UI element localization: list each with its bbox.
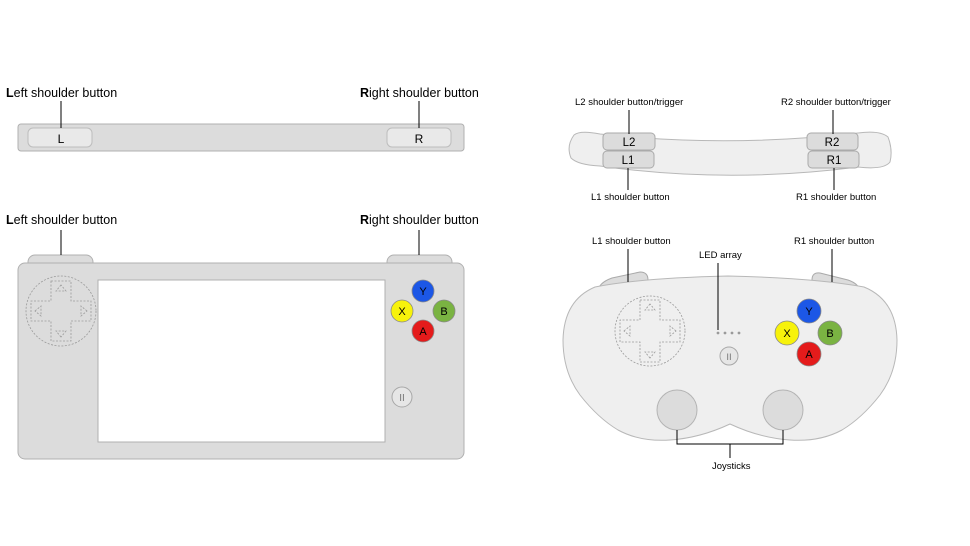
gamepad-button-x-label: X xyxy=(783,328,791,340)
r2-trigger-label: R2 shoulder button/trigger xyxy=(781,97,891,108)
button-a-label: A xyxy=(419,326,427,338)
right-trigger-strip: L2 L1 R2 R1 xyxy=(568,110,892,190)
gamepad-button-y: Y xyxy=(796,298,822,324)
pause-icon: II xyxy=(399,393,405,404)
right-joystick xyxy=(762,389,804,431)
r1-shoulder-label-gamepad: R1 shoulder button xyxy=(794,236,875,247)
gamepad-button-b-label: B xyxy=(826,328,833,340)
r2-key-label: R2 xyxy=(825,137,840,149)
gamepad-button-b: B xyxy=(817,320,843,346)
l1-shoulder-label-strip: L1 shoulder button xyxy=(591,192,670,203)
r1-shoulder-label-strip: R1 shoulder button xyxy=(796,192,877,203)
left-top-strip: L R xyxy=(17,101,465,152)
face-button-b: B xyxy=(432,299,456,323)
led-array xyxy=(716,331,741,335)
joysticks-label: Joysticks xyxy=(712,461,751,472)
gamepad-button-a-label: A xyxy=(805,349,813,361)
gamepad-button-x: X xyxy=(774,320,800,346)
gamepad-button-a: A xyxy=(796,341,822,367)
left-shoulder-label-top: Left shoulder button xyxy=(6,86,118,100)
button-x-label: X xyxy=(398,306,406,318)
face-button-y: Y xyxy=(411,279,435,303)
dpad xyxy=(25,275,97,347)
right-shoulder-key-label: R xyxy=(415,132,424,146)
button-y-label: Y xyxy=(419,286,427,298)
right-gamepad: II Y X B A xyxy=(562,249,898,458)
gamepad-pause-icon: II xyxy=(726,352,731,363)
left-handheld: Y X B A II xyxy=(17,230,465,460)
button-b-label: B xyxy=(440,306,447,318)
left-joystick xyxy=(656,389,698,431)
joystick-bracket xyxy=(676,430,784,458)
screen xyxy=(97,279,386,443)
left-shoulder-key xyxy=(27,127,93,148)
left-shoulder-key-label: L xyxy=(58,132,65,146)
l1-key-label: L1 xyxy=(622,155,635,167)
gamepad-dpad xyxy=(614,295,686,367)
l1-shoulder-label-gamepad: L1 shoulder button xyxy=(592,236,671,247)
l2-key-label: L2 xyxy=(623,137,636,149)
face-button-a: A xyxy=(411,319,435,343)
l2-trigger-label: L2 shoulder button/trigger xyxy=(575,97,684,108)
pause-button: II xyxy=(391,386,413,408)
gamepad-button-y-label: Y xyxy=(805,306,813,318)
led-array-label: LED array xyxy=(699,250,742,261)
right-shoulder-label-bottom: Right shoulder button xyxy=(360,213,479,227)
right-shoulder-label-top: Right shoulder button xyxy=(360,86,479,100)
left-shoulder-label-bottom: Left shoulder button xyxy=(6,213,118,227)
face-button-x: X xyxy=(390,299,414,323)
r1-key-label: R1 xyxy=(827,155,842,167)
gamepad-pause-button: II xyxy=(719,346,739,366)
